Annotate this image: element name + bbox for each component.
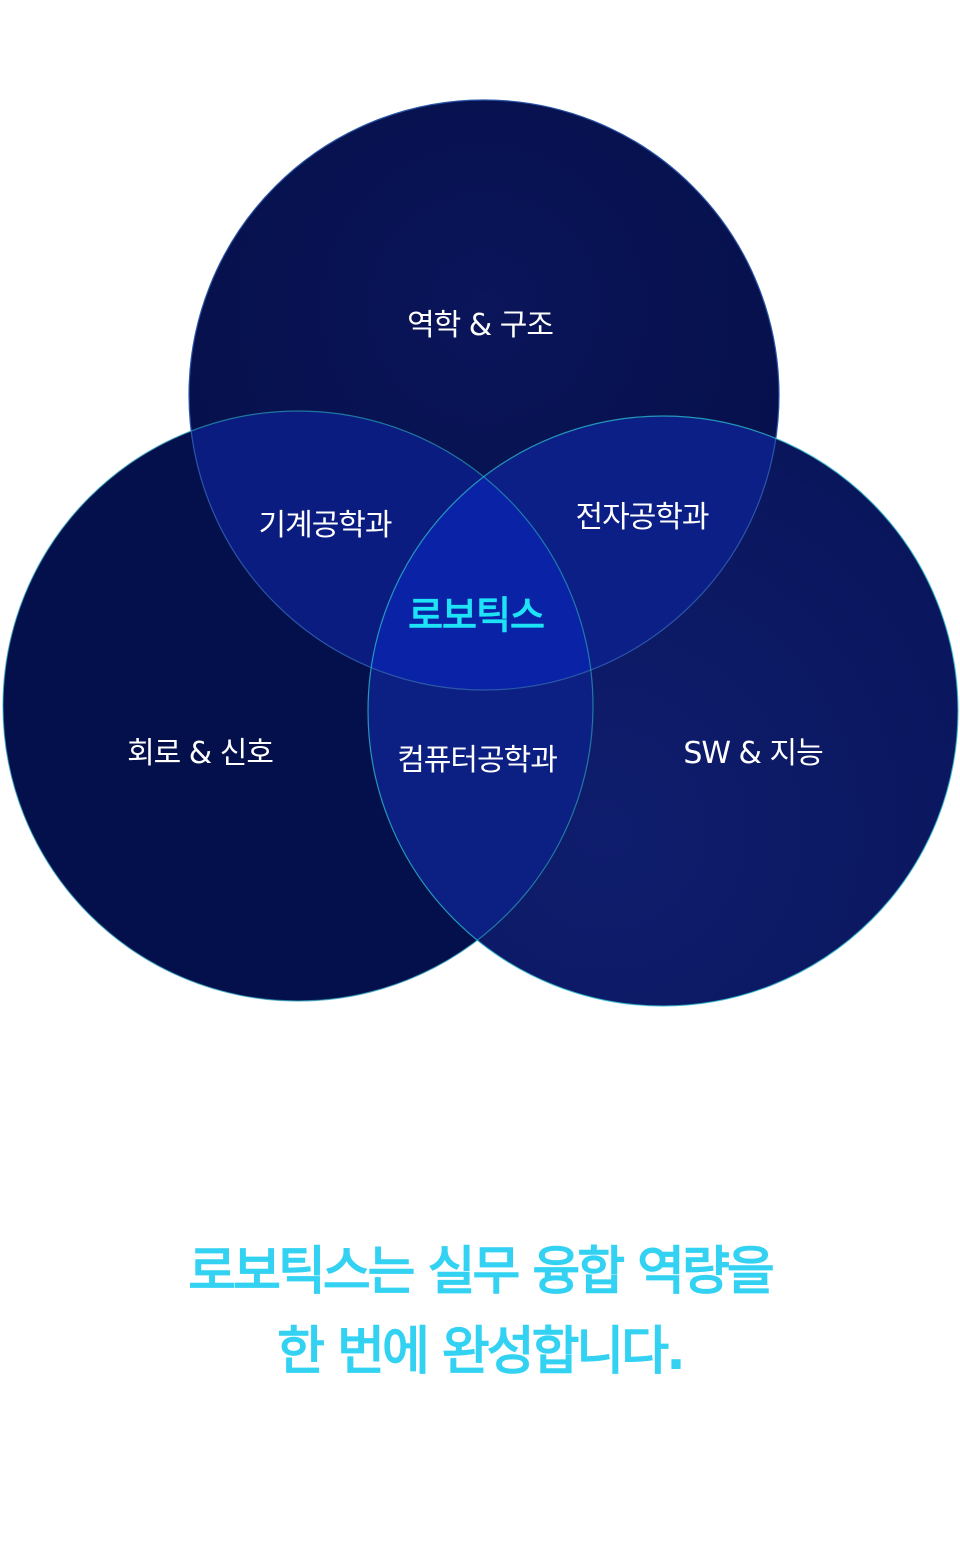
label-top: 역학 & 구조 [407, 308, 554, 343]
label-center: 로보틱스 [408, 593, 545, 638]
label-right: SW & 지능 [683, 736, 823, 771]
label-left: 회로 & 신호 [127, 736, 274, 771]
tagline-line1: 로보틱스는 실무 융합 역량을 [188, 1242, 774, 1302]
tagline-line2: 한 번에 완성합니다. [277, 1322, 686, 1382]
overlap-center [368, 416, 593, 690]
label-left-right: 컴퓨터공학과 [397, 743, 558, 778]
venn-diagram [2, 99, 959, 1007]
label-top-right: 전자공학과 [575, 500, 710, 535]
tagline: 로보틱스는 실무 융합 역량을 한 번에 완성합니다. [0, 1232, 960, 1392]
label-top-left: 기계공학과 [258, 508, 393, 543]
